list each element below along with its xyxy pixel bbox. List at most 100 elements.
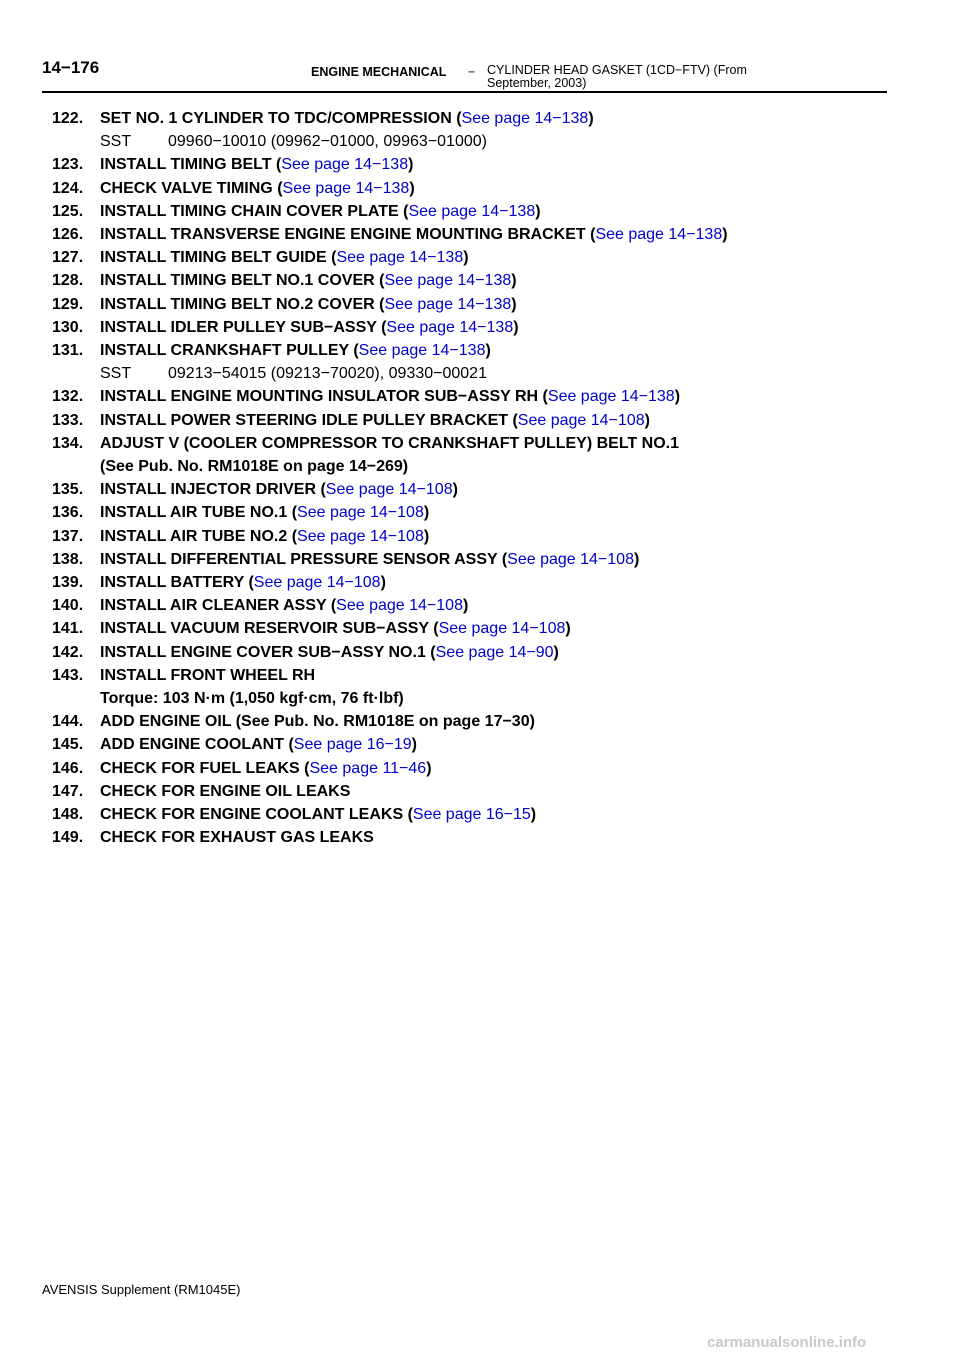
step-text-close: ) (463, 249, 469, 267)
see-page-link[interactable]: See page 14−138 (282, 179, 410, 197)
step-line: 143.INSTALL FRONT WHEEL RH (52, 664, 932, 687)
step-text: INSTALL ENGINE COVER SUB−ASSY NO.1 ( (100, 643, 436, 661)
see-page-link[interactable]: See page 14−138 (595, 226, 723, 244)
step-line: 135. INSTALL INJECTOR DRIVER (See page 14… (52, 478, 932, 501)
step-line: 128.INSTALL TIMING BELT NO.1 COVER (See … (52, 269, 932, 292)
procedure-step: 131.INSTALL CRANKSHAFT PULLEY (See page … (52, 339, 932, 385)
step-line: 140.INSTALL AIR CLEANER ASSY (See page 1… (52, 594, 932, 617)
procedure-step: 130.INSTALL IDLER PULLEY SUB−ASSY (See p… (52, 316, 932, 339)
procedure-step: 129.INSTALL TIMING BELT NO.2 COVER (See … (52, 293, 932, 316)
see-page-link[interactable]: See page 14−108 (325, 481, 453, 499)
step-number: 133. (52, 411, 84, 429)
see-page-link[interactable]: See page 14−138 (408, 202, 536, 220)
see-page-link[interactable]: See page 14−108 (297, 504, 424, 522)
step-number: 124. (52, 179, 84, 197)
step-number: 148. (52, 806, 84, 824)
page-number: 14−176 (42, 58, 100, 77)
step-line: 136. INSTALL AIR TUBE NO.1 (See page 14−1… (52, 501, 932, 524)
step-text: INSTALL AIR TUBE NO.1 ( (100, 504, 298, 522)
step-line: 133. INSTALL POWER STEERING IDLE PULLEY B… (52, 409, 932, 432)
see-page-link[interactable]: See page 14−138 (461, 110, 589, 127)
step-number: 129. (52, 295, 84, 313)
see-page-link[interactable]: See page 14−108 (253, 574, 381, 592)
step-number: 144. (52, 713, 84, 731)
step-text: INSTALL FRONT WHEEL RH (100, 666, 316, 684)
step-number: 139. (52, 574, 84, 592)
step-text-close: ) (426, 759, 432, 777)
procedure-step: 133. INSTALL POWER STEERING IDLE PULLEY B… (52, 409, 932, 432)
see-page-link[interactable]: See page 14−108 (438, 620, 566, 638)
step-line: 126.INSTALL TRANSVERSE ENGINE ENGINE MOU… (52, 223, 932, 246)
procedure-step: 124.CHECK VALVE TIMING (See page 14−138) (52, 177, 932, 200)
step-text: INSTALL POWER STEERING IDLE PULLEY BRACK… (100, 411, 518, 429)
step-number: 134. (52, 434, 84, 452)
procedure-step: 123.INSTALL TIMING BELT (See page 14−138… (52, 153, 932, 176)
see-page-link[interactable]: See page 14−108 (336, 597, 463, 615)
see-page-link[interactable]: See page 14−138 (547, 388, 675, 406)
sst-value: 09213−54015 (09213−70020), 09330−00021 (168, 365, 487, 383)
footer-text: AVENSIS Supplement (RM1045E) (42, 1282, 241, 1297)
step-text: INSTALL CRANKSHAFT PULLEY ( (100, 342, 359, 360)
step-text-close: ) (513, 318, 519, 336)
step-text-close: ) (462, 597, 469, 615)
see-page-link[interactable]: See page 11−46 (309, 759, 427, 777)
procedure-step: 147.CHECK FOR ENGINE OIL LEAKS (52, 780, 932, 803)
step-text-close: ) (530, 806, 537, 824)
see-page-link[interactable]: See page 14−138 (281, 156, 409, 174)
procedure-step: 137. INSTALL AIR TUBE NO.2 (See page 14−1… (52, 525, 932, 548)
step-text: INSTALL AIR TUBE NO.2 ( (100, 527, 298, 545)
procedure-step: 132.INSTALL ENGINE MOUNTING INSULATOR SU… (52, 385, 932, 408)
step-text-close: ) (380, 574, 386, 592)
procedure-step: 149.CHECK FOR EXHAUST GAS LEAKS (52, 826, 932, 849)
step-text-close: ) (553, 643, 559, 661)
procedure-step: 145.ADD ENGINE COOLANT (See page 16−19) (52, 733, 932, 756)
step-text: CHECK FOR ENGINE COOLANT LEAKS ( (100, 806, 413, 824)
step-line: 123.INSTALL TIMING BELT (See page 14−138… (52, 153, 932, 176)
step-number: 126. (52, 226, 84, 244)
step-text-close: ) (409, 179, 415, 197)
step-text-close: ) (511, 272, 517, 290)
see-page-link[interactable]: See page 14−138 (384, 295, 512, 313)
see-page-link[interactable]: See page 16−19 (293, 736, 412, 754)
procedure-step: 138. INSTALL DIFFERENTIAL PRESSURE SENSOR… (52, 548, 932, 571)
step-text: CHECK FOR FUEL LEAKS ( (100, 759, 310, 777)
step-text: INSTALL VACUUM RESERVOIR SUB−ASSY ( (100, 620, 439, 638)
step-text: INSTALL DIFFERENTIAL PRESSURE SENSOR ASS… (100, 550, 508, 568)
step-text: SET NO. 1 CYLINDER TO TDC/COMPRESSION ( (100, 110, 462, 127)
see-page-link[interactable]: See page 14−90 (435, 643, 554, 661)
procedure-step: 127.INSTALL TIMING BELT GUIDE (See page … (52, 246, 932, 269)
step-number: 125. (52, 202, 84, 220)
step-line: 124.CHECK VALVE TIMING (See page 14−138) (52, 177, 932, 200)
step-number: 135. (52, 481, 84, 499)
see-page-link[interactable]: See page 14−108 (297, 527, 424, 545)
see-page-link[interactable]: See page 16−15 (412, 806, 531, 824)
procedure-step: 148. CHECK FOR ENGINE COOLANT LEAKS (See … (52, 803, 932, 826)
see-page-link[interactable]: See page 14−138 (358, 342, 486, 360)
see-page-link[interactable]: See page 14−108 (507, 550, 634, 568)
see-page-link[interactable]: See page 14−138 (386, 318, 514, 336)
step-number: 122. (52, 110, 84, 127)
step-text: INSTALL INJECTOR DRIVER ( (100, 481, 326, 499)
step-text-close: ) (633, 550, 640, 568)
step-text-close: ) (511, 295, 517, 313)
step-line: 149.CHECK FOR EXHAUST GAS LEAKS (52, 826, 932, 849)
see-page-link[interactable]: See page 14−138 (384, 272, 512, 290)
step-number: 136. (52, 504, 84, 522)
step-line: 138. INSTALL DIFFERENTIAL PRESSURE SENSOR… (52, 548, 932, 571)
step-text: CHECK FOR EXHAUST GAS LEAKS (100, 829, 374, 847)
step-note: Torque: 103 N·m (1,050 kgf·cm, 76 ft·lbf… (100, 690, 404, 708)
step-text: INSTALL ENGINE MOUNTING INSULATOR SUB−AS… (100, 388, 548, 406)
step-number: 128. (52, 272, 84, 290)
see-page-link[interactable]: See page 14−138 (336, 249, 464, 267)
see-page-link[interactable]: See page 14−108 (517, 411, 645, 429)
step-number: 137. (52, 527, 84, 545)
step-text-close: ) (452, 481, 458, 499)
step-number: 138. (52, 550, 84, 568)
step-number: 123. (52, 156, 84, 174)
procedure-step: 144.ADD ENGINE OIL (See Pub. No. RM1018E… (52, 710, 932, 733)
step-text: ADJUST V (COOLER COMPRESSOR TO CRANKSHAF… (100, 434, 679, 452)
header-section: ENGINE MECHANICAL (311, 65, 447, 79)
procedure-step: 134. ADJUST V (COOLER COMPRESSOR TO CRANK… (52, 432, 932, 478)
procedure-step: 122. SET NO. 1 CYLINDER TO TDC/COMPRESSIO… (52, 107, 932, 153)
